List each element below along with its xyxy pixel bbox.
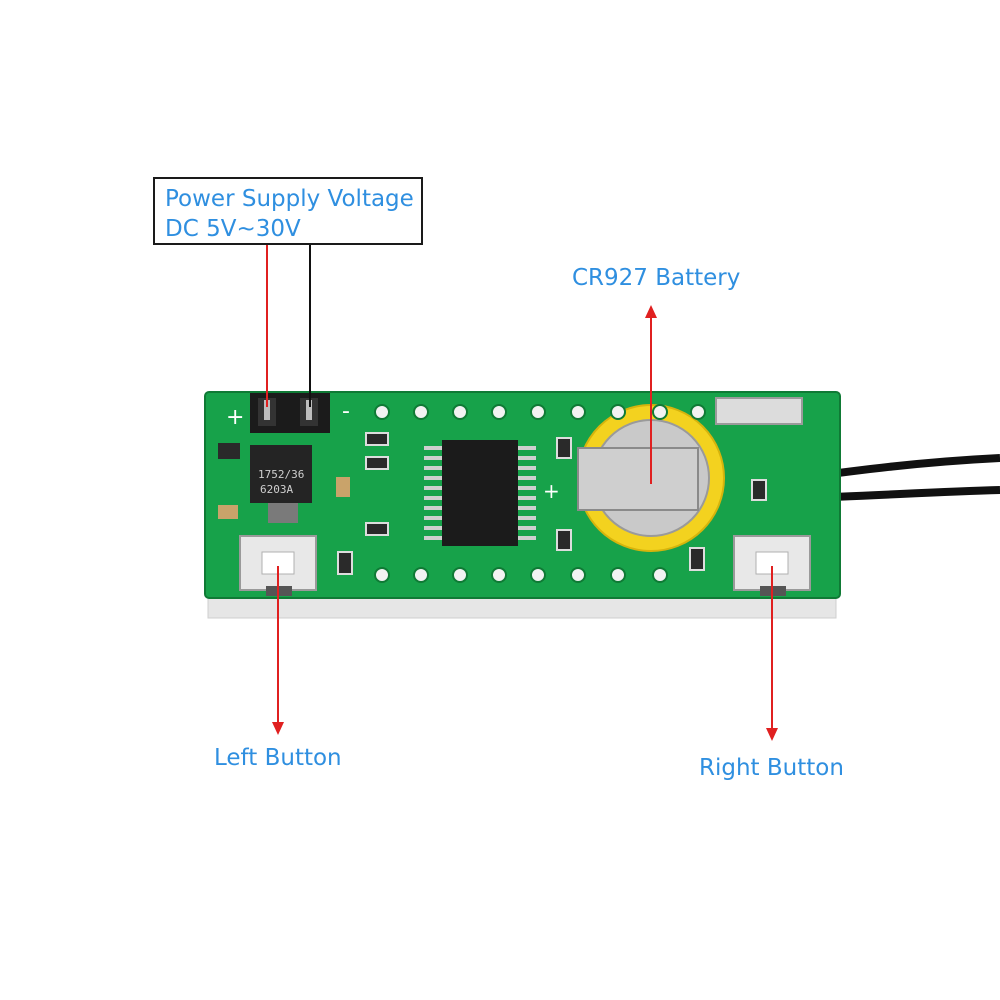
battery-arrow-head	[645, 305, 657, 318]
regulator-date: 1752/36	[258, 468, 304, 481]
smd-resistor-6	[337, 551, 353, 575]
smd-resistor-2	[365, 456, 389, 470]
power-supply-title: Power Supply Voltage	[165, 186, 414, 212]
pin-header	[250, 393, 330, 433]
voltage-regulator: 6203A 1752/36	[250, 445, 312, 523]
via-holes-top	[374, 404, 706, 420]
battery-plus-marking: +	[543, 479, 560, 503]
right-button-label: Right Button	[699, 755, 844, 781]
smd-resistor-3	[365, 522, 389, 536]
smd-resistor-8	[689, 547, 705, 571]
via-holes-bottom	[374, 567, 668, 583]
smd-resistor-4	[556, 437, 572, 459]
power-supply-box: Power Supply Voltage DC 5V~30V	[153, 177, 423, 245]
mcu-chip	[424, 440, 536, 546]
smd-cap-left	[218, 505, 238, 519]
smd-cap-mid	[336, 477, 350, 497]
smd-diode	[218, 443, 240, 459]
minus-marking: -	[342, 399, 350, 424]
smd-resistor-1	[365, 432, 389, 446]
plus-marking: +	[226, 405, 244, 430]
smd-resistor-7	[751, 479, 767, 501]
smd-resistor-5	[556, 529, 572, 551]
left-button-label: Left Button	[214, 745, 342, 771]
regulator-code: 6203A	[260, 483, 293, 496]
battery-tab	[577, 447, 699, 511]
crystal	[715, 397, 803, 425]
right-button-arrow-head	[766, 728, 778, 741]
left-button-arrow-head	[272, 722, 284, 735]
battery-label: CR927 Battery	[572, 265, 741, 291]
power-supply-range: DC 5V~30V	[165, 216, 301, 242]
